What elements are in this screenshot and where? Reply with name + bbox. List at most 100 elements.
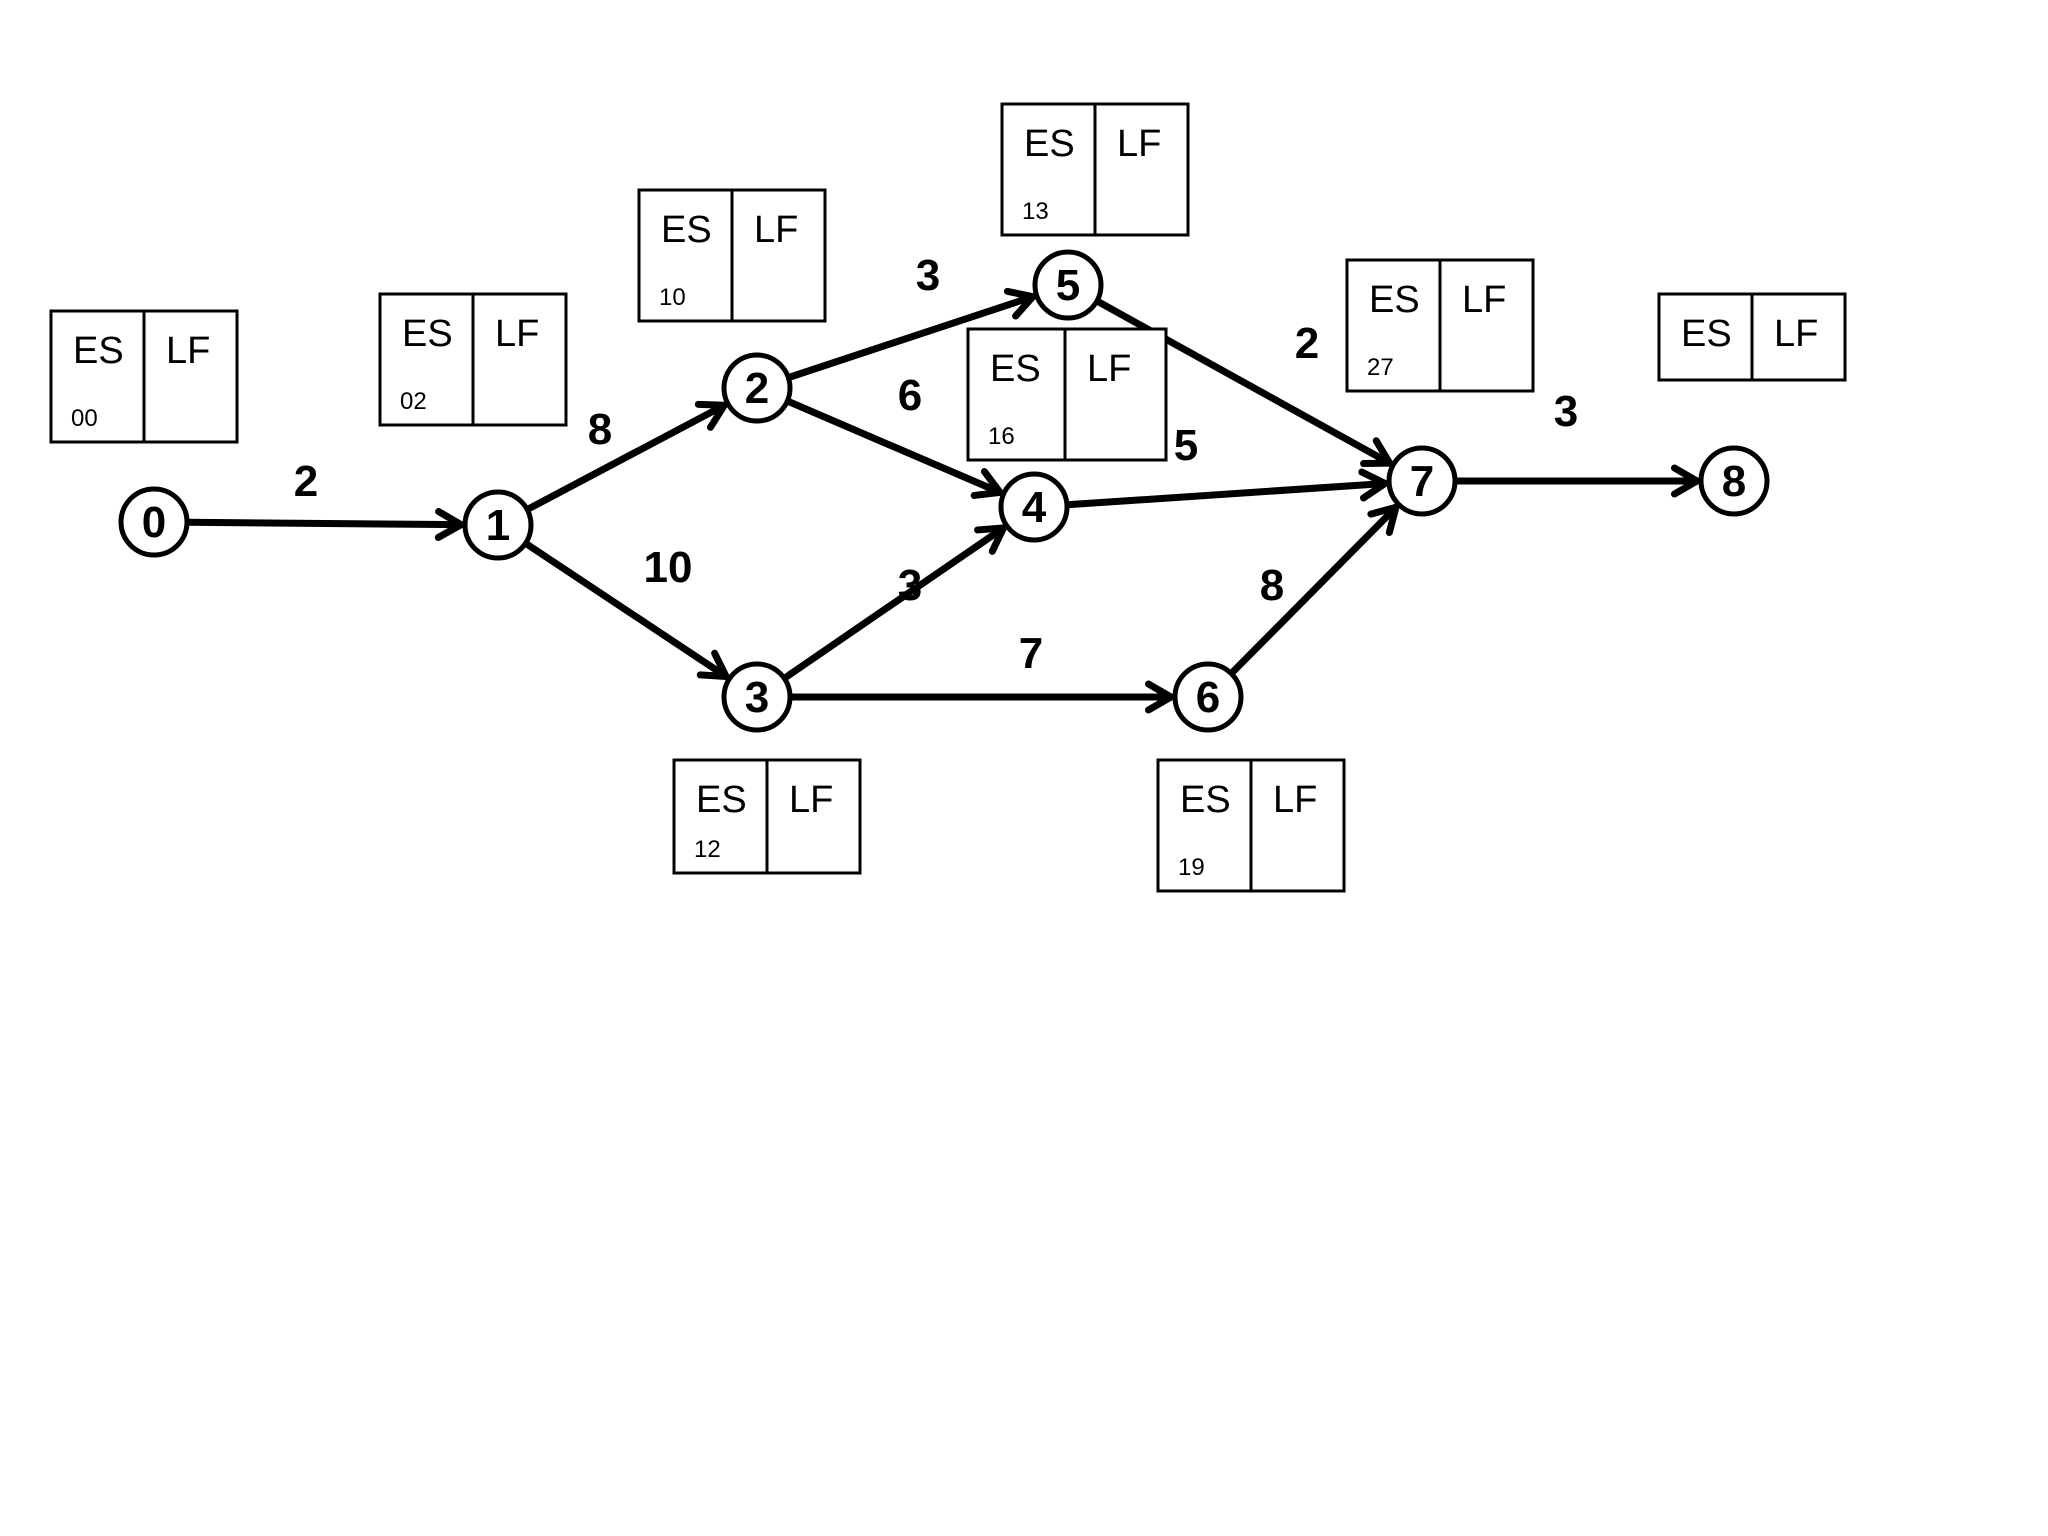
- node-circle: [1698, 445, 1770, 517]
- node-7: 7: [1386, 445, 1458, 517]
- lf-label: LF: [1117, 123, 1161, 165]
- edge-duration-label: 3: [898, 561, 922, 610]
- edge-1-3: 10: [523, 540, 730, 681]
- node-label: 3: [745, 673, 769, 722]
- edge-duration-label: 2: [294, 457, 318, 506]
- arrowhead-icon: [1358, 468, 1389, 502]
- arrowhead-icon: [1367, 503, 1400, 536]
- edge-duration-label: 3: [916, 251, 940, 300]
- arrowhead-icon: [1360, 437, 1394, 468]
- es-label: ES: [1369, 279, 1420, 321]
- node-label: 1: [486, 501, 510, 550]
- lf-label: LF: [1273, 779, 1317, 821]
- node-1: 1: [462, 489, 534, 561]
- arrowhead-icon: [970, 468, 1004, 499]
- node-label: 6: [1196, 673, 1220, 722]
- lf-label: LF: [495, 313, 539, 355]
- edge-4-7: 5: [1066, 421, 1389, 509]
- edge-3-6: 7: [790, 629, 1175, 714]
- arrowhead-icon: [1670, 464, 1701, 498]
- es-value: 27: [1367, 354, 1394, 381]
- es-label: ES: [1024, 123, 1075, 165]
- lf-label: LF: [1462, 279, 1506, 321]
- box-frame: [966, 327, 1168, 462]
- node-label: 8: [1722, 457, 1746, 506]
- node-6: 6: [1172, 661, 1244, 733]
- node-2: 2: [721, 352, 793, 424]
- edge-line: [787, 293, 1034, 381]
- lf-label: LF: [1774, 313, 1818, 355]
- edge-0-1: 2: [186, 457, 465, 541]
- edge-duration-label: 8: [588, 405, 612, 454]
- es-lf-box-node-5: ES LF 13: [1000, 102, 1190, 237]
- node-circle: [462, 489, 534, 561]
- es-lf-box-node-8: ES LF: [1657, 292, 1847, 382]
- node-3: 3: [721, 661, 793, 733]
- es-value: 12: [694, 836, 721, 863]
- es-lf-box-node-3: ES LF 12: [672, 758, 862, 875]
- edge-1-2: 8: [525, 400, 728, 513]
- edge-duration-label: 7: [1019, 629, 1043, 678]
- edge-line: [525, 402, 726, 513]
- edge-duration-label: 2: [1295, 319, 1319, 368]
- es-lf-box-node-2: ES LF 10: [637, 188, 827, 323]
- edge-6-7: 8: [1228, 503, 1400, 677]
- edge-duration-label: 6: [898, 371, 922, 420]
- edge-line: [1066, 479, 1386, 509]
- edge-line: [785, 397, 1002, 496]
- node-circle: [1386, 445, 1458, 517]
- edge-duration-label: 10: [644, 543, 693, 592]
- es-lf-box-node-7: ES LF 27: [1345, 258, 1535, 393]
- node-label: 7: [1410, 457, 1434, 506]
- lf-label: LF: [1087, 348, 1131, 390]
- es-value: 10: [659, 284, 686, 311]
- arrowhead-icon: [1003, 287, 1037, 320]
- arrowhead-icon: [694, 400, 728, 431]
- es-label: ES: [696, 779, 747, 821]
- nodes-layer: 0 1 2 3 4 5 6 7 8: [118, 249, 1770, 733]
- node-circle: [1032, 249, 1104, 321]
- edge-3-4: 3: [782, 524, 1007, 682]
- edge-7-8: 3: [1455, 387, 1701, 498]
- edge-line: [186, 518, 462, 529]
- es-value: 13: [1022, 198, 1049, 225]
- node-0: 0: [118, 486, 190, 558]
- node-5: 5: [1032, 249, 1104, 321]
- edge-line: [523, 540, 729, 680]
- arrowhead-icon: [1144, 680, 1175, 714]
- edge-line: [1228, 504, 1399, 677]
- edges-layer: 2 8 10 3 6 3 7 2 5 8 3: [186, 251, 1701, 714]
- es-label: ES: [990, 348, 1041, 390]
- edge-duration-label: 3: [1554, 387, 1578, 436]
- lf-label: LF: [754, 209, 798, 251]
- node-label: 2: [745, 364, 769, 413]
- es-label: ES: [661, 209, 712, 251]
- arrowhead-icon: [974, 524, 1007, 555]
- arrowhead-icon: [696, 649, 730, 681]
- node-circle: [998, 471, 1070, 543]
- node-label: 4: [1022, 483, 1047, 532]
- node-label: 5: [1056, 261, 1080, 310]
- edge-line: [782, 525, 1006, 682]
- lf-label: LF: [166, 330, 210, 372]
- edge-duration-label: 8: [1260, 561, 1284, 610]
- es-lf-box-node-6: ES LF 19: [1156, 758, 1346, 893]
- node-4: 4: [998, 471, 1070, 543]
- es-label: ES: [1180, 779, 1231, 821]
- es-value: 00: [71, 405, 98, 432]
- es-value: 02: [400, 388, 427, 415]
- node-circle: [721, 352, 793, 424]
- es-label: ES: [1681, 313, 1732, 355]
- node-8: 8: [1698, 445, 1770, 517]
- es-value: 19: [1178, 854, 1205, 881]
- edge-2-5: 3: [787, 251, 1037, 381]
- es-label: ES: [402, 313, 453, 355]
- edge-2-4: 6: [785, 371, 1004, 499]
- lf-label: LF: [789, 779, 833, 821]
- node-circle: [118, 486, 190, 558]
- edge-duration-label: 5: [1174, 421, 1198, 470]
